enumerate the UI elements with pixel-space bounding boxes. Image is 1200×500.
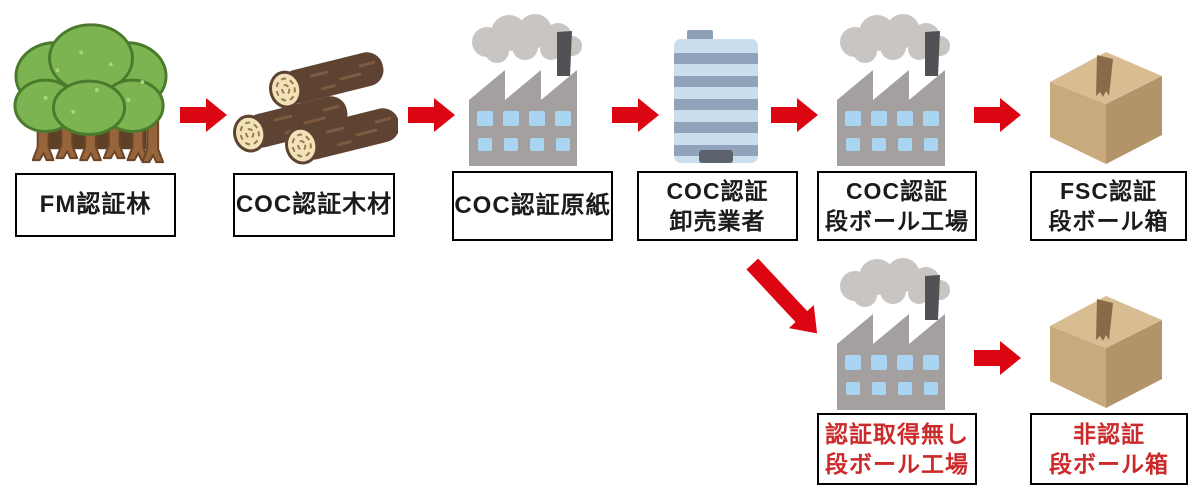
factory-icon [458, 12, 596, 168]
label-text: FSC認証 [1060, 177, 1157, 204]
cardboard-box-icon [1035, 282, 1177, 410]
arrow-right-icon [974, 339, 1022, 377]
label-text: COC認証原紙 [454, 192, 611, 220]
label-text: 卸売業者 [669, 208, 766, 234]
label-text: 非認証 [1073, 420, 1145, 447]
label-text: 段ボール工場 [825, 208, 969, 234]
forest-icon [12, 12, 170, 168]
label-coc-wholesaler: COC認証 卸売業者 [637, 171, 798, 241]
arrow-right-icon [771, 96, 819, 134]
label-uncertified-box: 非認証 段ボール箱 [1030, 413, 1188, 485]
arrow-down-right-icon [738, 251, 831, 347]
label-text: FM認証林 [39, 191, 152, 219]
arrow-right-icon [612, 96, 660, 134]
label-text: 認証取得無し [825, 420, 969, 447]
label-coc-box-factory: COC認証 段ボール工場 [817, 171, 977, 241]
label-uncertified-factory: 認証取得無し 段ボール工場 [817, 413, 977, 485]
label-fm-forest: FM認証林 [15, 173, 176, 237]
logs-icon [226, 50, 398, 172]
arrow-right-icon [180, 96, 228, 134]
label-text: 段ボール箱 [1048, 208, 1169, 234]
arrow-right-icon [408, 96, 456, 134]
label-text: COC認証 [666, 177, 769, 204]
label-text: COC認証 [845, 177, 949, 204]
cardboard-box-icon [1035, 38, 1177, 166]
label-fsc-box: FSC認証 段ボール箱 [1030, 171, 1187, 241]
factory-icon [826, 256, 964, 412]
office-building-icon [670, 26, 762, 166]
label-text: COC認証木材 [235, 191, 393, 219]
label-text: 段ボール箱 [1049, 451, 1169, 477]
factory-icon [826, 12, 964, 168]
arrow-right-icon [974, 96, 1022, 134]
label-text: 段ボール工場 [825, 451, 969, 477]
label-coc-paper: COC認証原紙 [452, 171, 613, 241]
label-coc-wood: COC認証木材 [233, 173, 395, 237]
